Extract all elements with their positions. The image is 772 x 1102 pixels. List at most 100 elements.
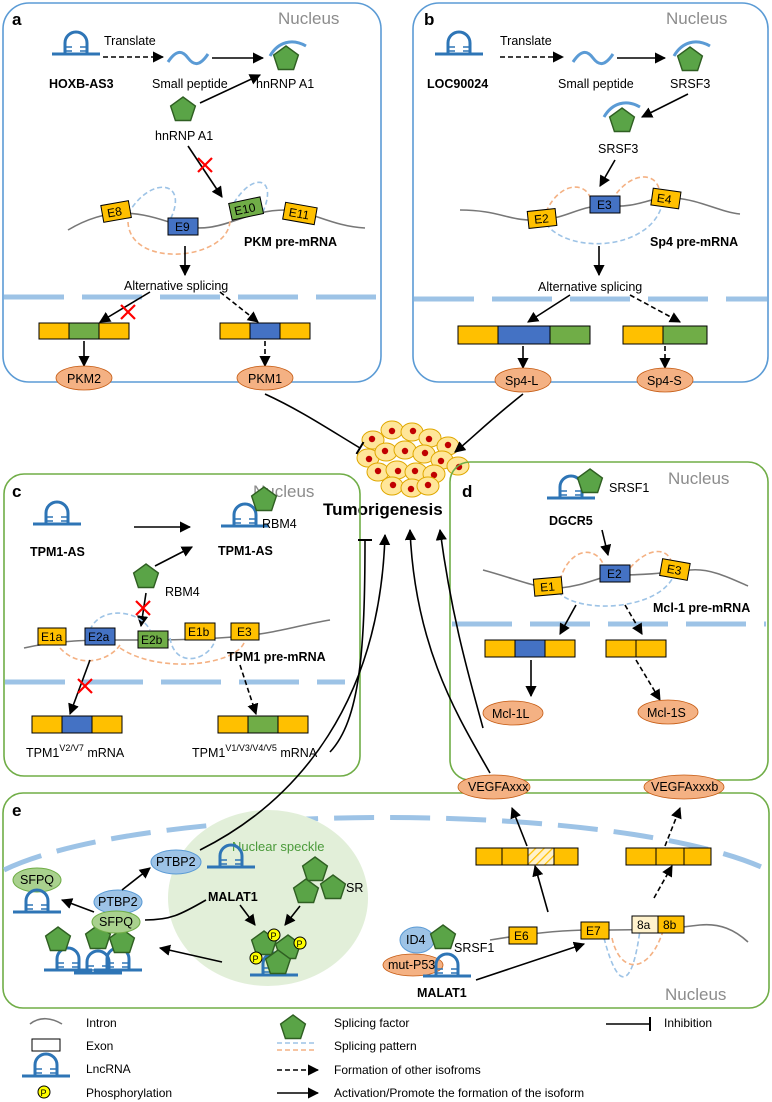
nucleus-label-e: Nucleus: [665, 985, 726, 1004]
phospho-label-3: P: [253, 954, 259, 964]
arrow-d2: [559, 604, 577, 635]
lncrna-icon: [20, 1052, 72, 1078]
intron-line-c: [23, 619, 331, 649]
tumor-nucleus: [381, 447, 389, 455]
mrna-sp4-l: [457, 325, 591, 345]
tumor-nucleus: [394, 467, 402, 475]
tumor-nucleus: [407, 485, 415, 493]
legend-phospho-icon: P: [37, 1085, 51, 1099]
legend-splicing-factor: Splicing factor: [334, 1016, 409, 1030]
factor-label-a: hnRNP A1: [155, 129, 213, 143]
protein-pkm2: PKM2: [55, 365, 113, 391]
arrow-c5: [239, 664, 259, 716]
exon-e6-label: E6: [514, 929, 529, 943]
panel-a-border: [2, 2, 382, 383]
mrna-left-suffix: mRNA: [84, 746, 125, 760]
splicing-orange-a: [127, 219, 231, 255]
legend-phospho-glyph: P: [41, 1088, 47, 1098]
exon-e11: E11: [282, 201, 318, 226]
protein-pkm2-label: PKM2: [67, 372, 101, 386]
translate-label-b: Translate: [500, 34, 552, 48]
tumor-nucleus: [389, 481, 397, 489]
panel-e: e Nucleus Nuclear speckle MALAT1 SR P P …: [2, 774, 770, 1009]
premrna-label-b: Sp4 pre-mRNA: [650, 235, 738, 249]
factor-label-c: RBM4: [165, 585, 200, 599]
protein-vegfaxxx: VEGFAxxx: [457, 774, 531, 800]
splicing-label-a: Alternative splicing: [124, 279, 228, 293]
exon-e6: E6: [508, 926, 538, 945]
exon-e9: E9: [167, 217, 199, 236]
protein-mcl-1s-label: Mcl-1S: [647, 706, 686, 720]
mrna-mcl-1l: [484, 639, 576, 658]
legend-activation: Activation/Promote the formation of the …: [334, 1086, 584, 1100]
panel-a: a Nucleus HOXB-AS3 Translate Small pepti…: [2, 2, 382, 391]
premrna-label-d: Mcl-1 pre-mRNA: [653, 601, 750, 615]
arrow-e11: [664, 806, 682, 847]
exon-e2-d-label: E2: [607, 567, 622, 581]
protein-sp4-s: Sp4-S: [636, 367, 694, 393]
legend-phosphorylation: Phosphorylation: [86, 1086, 172, 1100]
lncrna-icon: [50, 30, 102, 56]
mrna-left-label-c: TPM1V2/V7 mRNA: [26, 743, 125, 760]
protein-vegfaxxx-label: VEGFAxxx: [468, 780, 529, 794]
tumor-nucleus: [411, 467, 419, 475]
small-peptide-label-b: Small peptide: [558, 77, 634, 91]
exon-e3-d-label: E3: [666, 562, 683, 578]
splicing-orange-c2: [119, 639, 246, 665]
panel-c: c Nucleus TPM1-AS RBM4 TPM1-AS RBM4 E1a …: [3, 473, 361, 777]
panel-c-border: [3, 473, 361, 777]
exon-e1b-label: E1b: [188, 625, 210, 639]
panel-e-letter: e: [12, 801, 21, 820]
arrow-b5: [527, 294, 571, 323]
mrna-pkm1: [219, 322, 311, 340]
tumor-nucleus: [444, 441, 452, 449]
legend-exon: Exon: [86, 1039, 113, 1053]
mrna-tpm1-v1v3v4v5: [217, 715, 309, 734]
phosphorylation-marker: P: [249, 951, 263, 965]
mrna-left-sup: V2/V7: [59, 743, 84, 753]
malat1-label-e: MALAT1: [208, 890, 258, 904]
panel-c-letter: c: [12, 482, 21, 501]
splicing-factor-icon: [132, 563, 160, 589]
arrow-vegfa-tumor: [404, 528, 491, 774]
exon-e1a: E1a: [37, 627, 67, 646]
legend-lncrna: LncRNA: [86, 1062, 131, 1076]
premrna-label-c: TPM1 pre-mRNA: [227, 650, 326, 664]
arrow-b3: [599, 159, 616, 187]
exon-e8-label: E8: [106, 204, 123, 220]
sfpq-complex-label: SFPQ: [99, 915, 133, 929]
id4-label: ID4: [406, 933, 426, 947]
mrna-left-base: TPM1: [26, 746, 59, 760]
sr-label: SR: [346, 881, 363, 895]
exon-e2b: E2b: [137, 630, 169, 649]
exon-e10-label: E10: [233, 200, 257, 218]
exon-e2a-label: E2a: [88, 630, 110, 644]
lncrna-icon: [433, 30, 485, 56]
arrow-e5: [121, 867, 151, 891]
complex-label-b: SRSF3: [670, 77, 710, 91]
protein-mcl-1l-label: Mcl-1L: [492, 707, 530, 721]
phospho-label-2: P: [297, 939, 303, 949]
exon-e3-b-label: E3: [597, 198, 612, 212]
arrow-d1: [600, 529, 612, 557]
small-peptide-icon: [571, 50, 615, 66]
arrow-e7: [475, 941, 586, 981]
arrow-e6: [60, 898, 95, 913]
id4-mutp53-srsf1-complex: ID4 mut-P53 SRSF1 MALAT1: [382, 924, 494, 1000]
phospho-complex: P P P: [248, 928, 307, 977]
tumor-nucleus: [388, 427, 396, 435]
arrow-c2: [154, 546, 193, 567]
inhibit-arrow-pkm1: [264, 393, 365, 455]
protein-pkm1-label: PKM1: [248, 372, 282, 386]
phosphorylation-marker: P: [267, 928, 281, 942]
splicing-orange-d1: [559, 551, 606, 581]
exon-e8: E8: [100, 200, 132, 223]
nucleus-label-d: Nucleus: [668, 469, 729, 488]
mrna-tpm1-v2v7: [31, 715, 123, 734]
legend-intron-icon: [29, 1017, 63, 1025]
protein-mcl-1l: Mcl-1L: [482, 700, 544, 726]
exon-e2b-label: E2b: [141, 633, 163, 647]
panel-d: d Nucleus SRSF1 DGCR5 E1 E2 E3 Mcl-1 pre…: [449, 461, 769, 781]
exon-e4-b-label: E4: [656, 191, 673, 207]
